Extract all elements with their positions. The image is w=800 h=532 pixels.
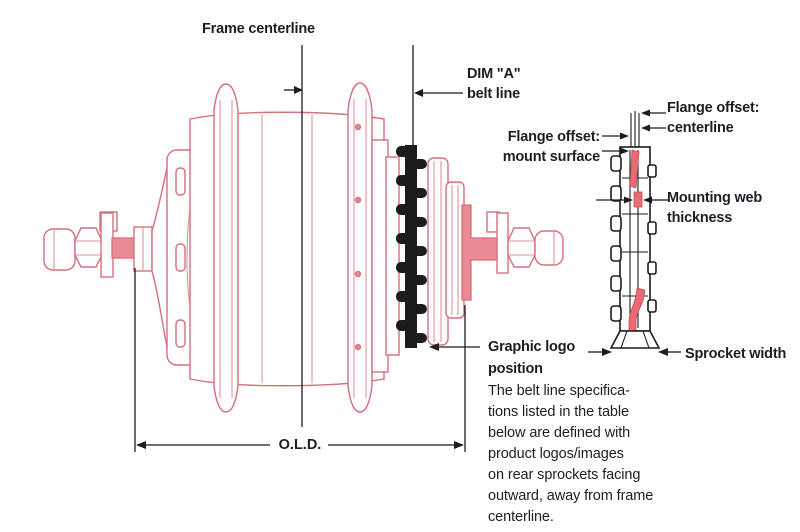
old-dimension	[134, 268, 466, 452]
mounting-web-label: Mounting web thickness	[667, 190, 763, 226]
sprocket-width-label: Sprocket width	[685, 346, 787, 362]
hub-driver	[371, 139, 400, 373]
flange-offset-centerline-label: Flange offset: centerline	[667, 100, 760, 136]
hub-axle-left	[43, 211, 153, 278]
sprocket-carrier	[427, 157, 465, 346]
dim-a-beltline-label: DIM "A" belt line	[467, 66, 521, 102]
hub-shell	[151, 82, 385, 413]
logo-position-leader	[429, 343, 480, 351]
belt-sprocket	[396, 145, 427, 348]
flange-offset-mount-label: Flange offset: mount surface	[502, 129, 601, 165]
sprocket-section-detail	[588, 109, 681, 356]
hub-axle-right	[461, 204, 564, 301]
old-label: O.L.D.	[278, 437, 322, 453]
frame-centerline-label: Frame centerline	[202, 21, 315, 37]
graphic-logo-label: Graphic logo position	[488, 339, 576, 377]
beltline-note: The belt line specifica- tions listed in…	[488, 383, 654, 525]
reference-lines	[284, 45, 463, 427]
